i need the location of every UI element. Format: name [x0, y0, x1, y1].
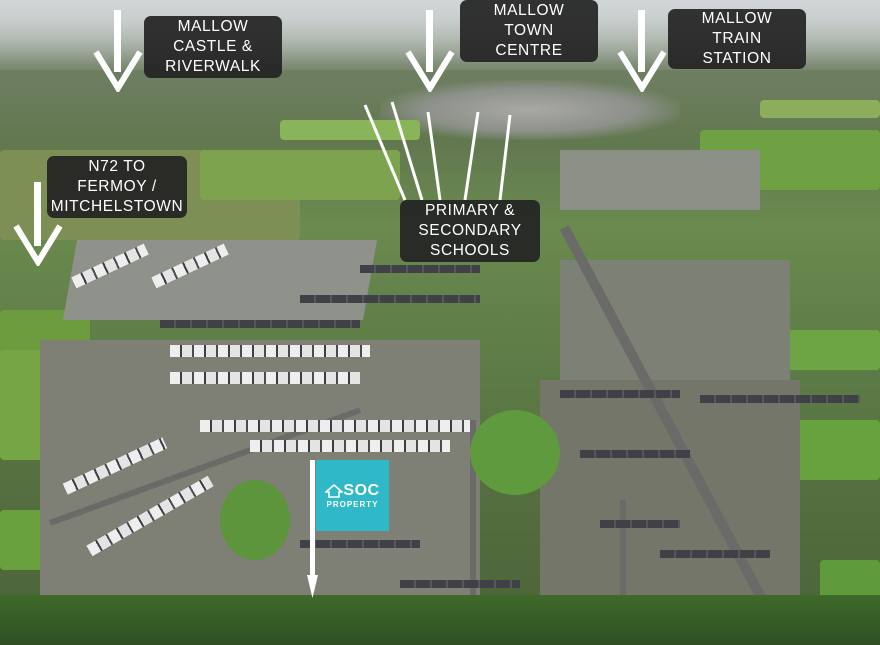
- estate-area: [540, 380, 800, 600]
- roof-row: [300, 540, 420, 548]
- roof-row: [580, 450, 690, 458]
- label-n72: N72 TO FERMOY / MITCHELSTOWN: [47, 156, 187, 218]
- field: [200, 150, 400, 200]
- roof-row: [300, 295, 480, 303]
- green-space: [220, 480, 290, 560]
- house-row: [170, 345, 370, 357]
- label-train-station: MALLOW TRAIN STATION: [668, 9, 806, 69]
- logo-content: SOC PROPERTY: [325, 482, 379, 509]
- roof-row: [560, 390, 680, 398]
- label-text: PRIMARY & SECONDARY SCHOOLS: [418, 202, 522, 259]
- field: [760, 100, 880, 118]
- label-text: N72 TO FERMOY / MITCHELSTOWN: [50, 158, 184, 215]
- roof-row: [660, 550, 770, 558]
- label-schools: PRIMARY & SECONDARY SCHOOLS: [400, 200, 540, 262]
- label-town-centre: MALLOW TOWN CENTRE: [460, 0, 598, 62]
- house-row: [250, 440, 450, 452]
- roof-row: [160, 320, 360, 328]
- estate-road: [470, 420, 476, 620]
- estate-area: [560, 150, 760, 210]
- label-mallow-castle: MALLOW CASTLE & RIVERWALK: [144, 16, 282, 78]
- soc-property-logo: SOC PROPERTY: [316, 460, 389, 531]
- arrow-down-icon: [617, 10, 667, 92]
- field: [280, 120, 420, 140]
- arrow-down-icon: [93, 10, 143, 92]
- property-pointer-line: [307, 460, 318, 598]
- roof-row: [400, 580, 520, 588]
- tree-line: [0, 595, 880, 645]
- arrow-down-icon: [13, 182, 63, 266]
- label-text: MALLOW TRAIN STATION: [701, 10, 773, 67]
- house-row: [200, 420, 470, 432]
- label-text: MALLOW CASTLE & RIVERWALK: [165, 18, 261, 75]
- house-row: [170, 372, 360, 384]
- roof-row: [600, 520, 680, 528]
- field: [790, 420, 880, 480]
- logo-main-text: SOC: [343, 482, 380, 499]
- logo-sub-text: PROPERTY: [326, 500, 379, 509]
- estate-road: [620, 500, 626, 620]
- green-space: [470, 410, 560, 495]
- school-pointer-lines: [363, 101, 512, 201]
- label-text: MALLOW TOWN CENTRE: [493, 2, 565, 59]
- roof-row: [360, 265, 480, 273]
- field: [780, 330, 880, 370]
- arrow-down-icon: [405, 10, 455, 92]
- house-icon: [325, 483, 344, 498]
- roof-row: [700, 395, 860, 403]
